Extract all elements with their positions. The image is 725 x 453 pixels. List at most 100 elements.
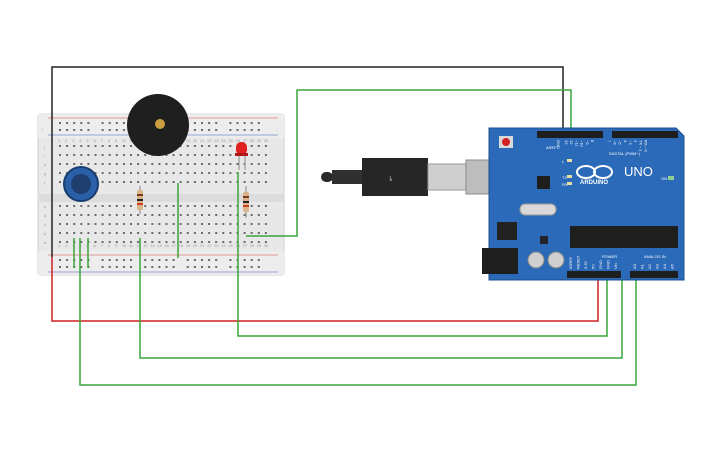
breadboard-hole	[257, 232, 260, 234]
row-letter: h	[44, 162, 46, 167]
breadboard-hole	[94, 154, 97, 156]
breadboard-hole	[80, 163, 83, 165]
rail-hole	[59, 259, 61, 261]
digital-pin-label: ~11	[574, 140, 579, 147]
breadboard-hole	[108, 154, 111, 156]
column-number: 24	[221, 138, 226, 143]
wire-black-gnd[interactable]	[51, 66, 564, 257]
breadboard-hole	[264, 214, 267, 216]
breadboard-hole	[137, 154, 140, 156]
power-pin-label: IOREF	[568, 256, 573, 269]
column-number: 20	[193, 243, 198, 248]
usb-cable[interactable]: ⭏	[321, 158, 517, 196]
column-number: 28	[250, 138, 255, 143]
breadboard-hole	[73, 214, 76, 216]
column-number: 26	[236, 138, 241, 143]
breadboard-hole	[137, 223, 140, 225]
breadboard-hole	[264, 223, 267, 225]
rail-hole	[144, 259, 147, 261]
buzzer-center	[155, 119, 165, 129]
wire-green-led[interactable]	[237, 172, 608, 337]
breadboard-hole	[94, 172, 97, 174]
piezo-buzzer[interactable]	[127, 94, 189, 156]
breadboard-hole	[101, 232, 104, 234]
cable-strain	[332, 170, 362, 184]
l-led	[567, 159, 572, 162]
breadboard-hole	[137, 181, 140, 183]
breadboard-hole	[151, 223, 154, 225]
potentiometer[interactable]	[63, 166, 99, 202]
breadboard-hole	[215, 154, 218, 156]
breadboard-hole	[264, 181, 267, 183]
breadboard-hole	[250, 163, 253, 165]
rail-hole	[130, 266, 132, 268]
breadboard-hole	[144, 214, 147, 216]
breadboard-hole	[130, 181, 132, 183]
breadboard[interactable]: 1122334455667788991010111112121313141415…	[37, 113, 285, 276]
breadboard-hole	[66, 232, 69, 234]
rail-hole	[229, 129, 232, 131]
wire-red-5v[interactable]	[51, 257, 599, 322]
resistor-2[interactable]	[243, 186, 249, 218]
breadboard-hole	[186, 241, 189, 243]
breadboard-hole	[201, 214, 203, 216]
column-number: 7	[101, 243, 104, 248]
breadboard-hole	[108, 145, 111, 147]
breadboard-hole	[87, 154, 90, 156]
power-pin-label: GND	[598, 260, 603, 269]
breadboard-hole	[130, 223, 132, 225]
breadboard-hole	[222, 205, 225, 207]
breadboard-hole	[87, 145, 90, 147]
breadboard-hole	[201, 241, 203, 243]
red-led[interactable]	[235, 142, 248, 170]
rail-hole	[80, 266, 83, 268]
rail-hole	[73, 122, 76, 124]
row-letter: b	[44, 231, 47, 236]
breadboard-hole	[80, 214, 83, 216]
breadboard-hole	[144, 205, 147, 207]
column-number: 21	[200, 243, 205, 248]
breadboard-hole	[122, 232, 125, 234]
breadboard-hole	[179, 154, 182, 156]
digital-pin-label: 7	[607, 140, 612, 143]
column-number: 4	[79, 138, 82, 143]
rail-hole	[172, 266, 175, 268]
rail-hole	[172, 259, 175, 261]
breadboard-hole	[115, 223, 118, 225]
breadboard-hole	[208, 214, 211, 216]
breadboard-hole	[101, 172, 104, 174]
breadboard-hole	[130, 205, 132, 207]
row-letter: c	[44, 222, 46, 227]
capacitor-2	[547, 251, 565, 269]
breadboard-hole	[59, 181, 61, 183]
breadboard-hole	[179, 163, 182, 165]
wire-green-buzzer[interactable]	[246, 89, 572, 237]
breadboard-hole	[66, 163, 69, 165]
row-letter: d	[44, 213, 46, 218]
breadboard-hole	[115, 181, 118, 183]
breadboard-hole	[179, 172, 182, 174]
breadboard-hole	[193, 145, 196, 147]
breadboard-hole	[80, 145, 83, 147]
column-number: 29	[257, 138, 262, 143]
breadboard-hole	[94, 214, 97, 216]
resistor-1[interactable]	[137, 186, 143, 214]
rail-hole	[250, 266, 253, 268]
rail-hole	[80, 129, 83, 131]
breadboard-hole	[158, 241, 161, 243]
rail-hole	[208, 266, 211, 268]
row-letter: g	[44, 171, 46, 176]
breadboard-hole	[151, 232, 154, 234]
breadboard-hole	[172, 154, 175, 156]
breadboard-hole	[257, 163, 260, 165]
breadboard-hole	[115, 232, 118, 234]
rail-hole	[122, 259, 125, 261]
wire-green-analog[interactable]	[79, 238, 637, 386]
rail-hole	[236, 122, 239, 124]
breadboard-hole	[59, 172, 61, 174]
breadboard-hole	[151, 241, 154, 243]
breadboard-hole	[158, 223, 161, 225]
power-jack[interactable]	[482, 248, 518, 274]
column-number: 19	[186, 243, 191, 248]
